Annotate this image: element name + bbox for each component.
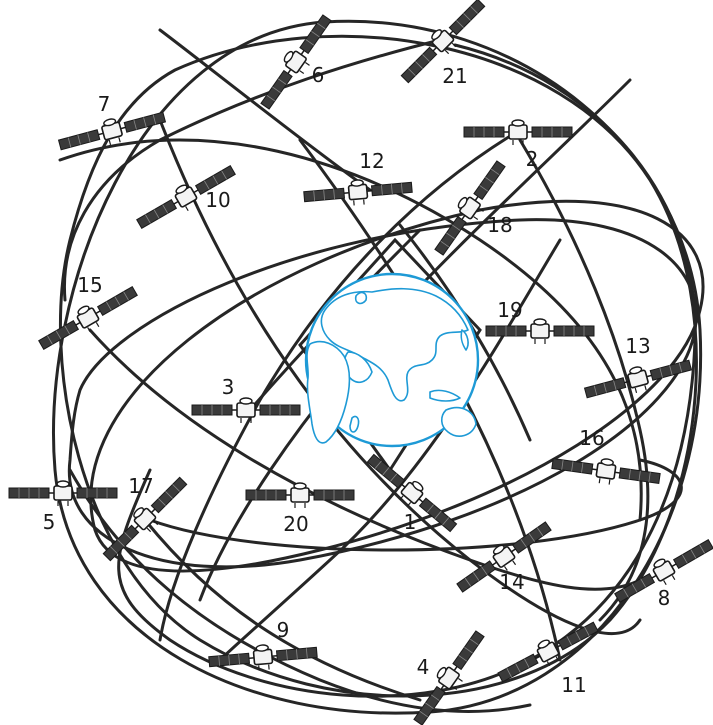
solar-panel-right: [77, 488, 117, 498]
solar-panel-right: [124, 112, 165, 132]
solar-panel-left: [246, 490, 286, 500]
solar-panel-right: [474, 161, 505, 200]
solar-panel-left: [464, 127, 504, 137]
satellite-label: 10: [205, 188, 230, 212]
satellite-label: 11: [561, 673, 586, 697]
satellite-label: 15: [77, 273, 102, 297]
satellite-13: 13: [583, 334, 694, 406]
orbit-diagonal-r: [145, 520, 420, 700]
solar-panel-right: [513, 522, 552, 553]
solar-panel-right: [277, 647, 318, 660]
earth-land-madagascar: [350, 416, 359, 432]
solar-panel-right: [674, 540, 713, 569]
satellite-label: 18: [487, 213, 512, 237]
satellite-label: 20: [283, 512, 308, 536]
orbit-diagonal-q: [70, 470, 530, 711]
orbit-diagonal-o: [160, 30, 370, 190]
satellite-5: 5: [9, 481, 117, 534]
solar-panel-left: [137, 200, 177, 229]
satellite-icon: [583, 353, 694, 405]
solar-panel-right: [300, 15, 331, 54]
solar-panel-left: [261, 71, 292, 110]
earth-land-greenland: [356, 293, 367, 304]
solar-panel-right: [554, 326, 594, 336]
satellite-10: 10: [133, 160, 239, 236]
satellite-icon: [303, 175, 413, 209]
satellite-3: 3: [192, 375, 300, 423]
solar-panel-right: [260, 405, 300, 415]
solar-panel-right: [650, 360, 691, 380]
satellite-18: 18: [429, 157, 513, 260]
satellite-label: 5: [43, 510, 56, 534]
solar-panel-left: [59, 130, 100, 150]
solar-panel-left: [192, 405, 232, 415]
satellite-12: 12: [303, 149, 413, 210]
satellite-7: 7: [57, 92, 168, 158]
solar-panel-right: [151, 477, 186, 512]
solar-panel-right: [453, 631, 484, 670]
solar-panel-right: [532, 127, 572, 137]
satellite-label: 4: [417, 655, 430, 679]
solar-panel-left: [304, 188, 345, 201]
solar-panel-right: [314, 490, 354, 500]
solar-panel-left: [486, 326, 526, 336]
satellite-label: 16: [579, 426, 604, 450]
satellite-label: 8: [658, 586, 671, 610]
solar-panel-right: [619, 468, 660, 483]
satellite-label: 6: [312, 63, 325, 87]
solar-panel-left: [585, 378, 626, 398]
satellite-label: 17: [128, 474, 153, 498]
earth-globe-icon: [306, 274, 478, 446]
satellite-label: 13: [625, 334, 650, 358]
satellite-icon: [464, 120, 572, 145]
satellite-icon: [192, 398, 300, 423]
satellite-label: 19: [497, 298, 522, 322]
solar-panel-right: [98, 287, 138, 316]
satellite-label: 14: [499, 570, 524, 594]
satellite-label: 1: [404, 510, 417, 534]
satellite-2: 2: [464, 120, 572, 171]
solar-panel-right: [449, 0, 484, 35]
satellite-icon: [9, 481, 117, 506]
satellite-label: 9: [277, 618, 290, 642]
solar-panel-right: [420, 498, 457, 531]
satellite-label: 21: [442, 64, 467, 88]
satellite-label: 3: [222, 375, 235, 399]
satellite-15: 15: [35, 273, 141, 356]
satellite-label: 7: [98, 92, 111, 116]
satellite-label: 2: [526, 147, 539, 171]
satellite-label: 12: [359, 149, 384, 173]
satellite-20: 20: [246, 483, 354, 536]
satellite-11: 11: [495, 616, 602, 697]
solar-panel-left: [9, 488, 49, 498]
satellite-17: 17: [98, 472, 192, 566]
solar-panel-left: [39, 321, 79, 350]
solar-panel-left: [401, 47, 436, 82]
satellite-icon: [57, 105, 168, 157]
solar-panel-left: [209, 653, 250, 666]
